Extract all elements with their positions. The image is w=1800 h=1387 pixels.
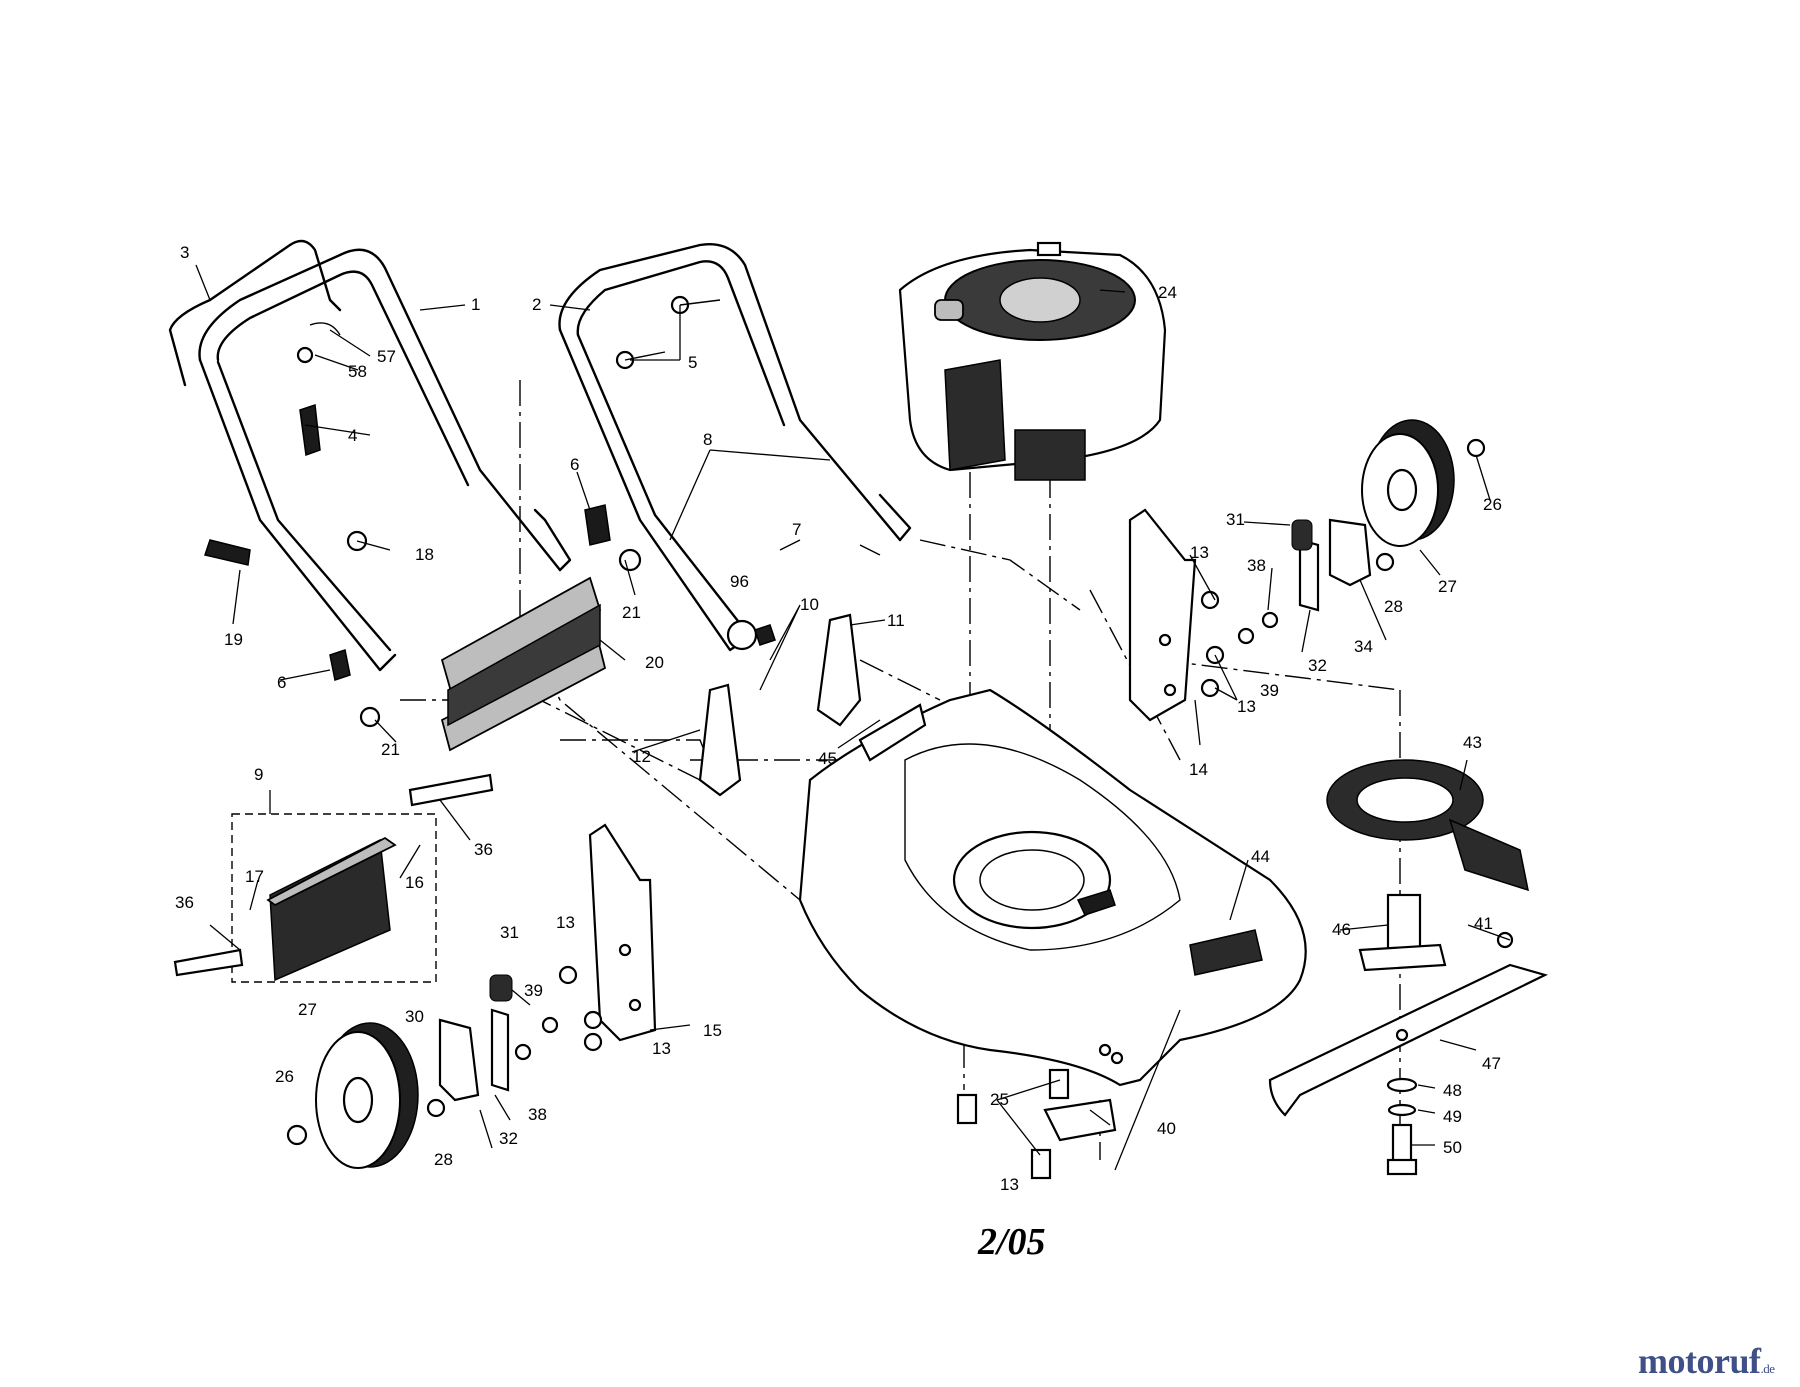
part-label: 14 [1189, 760, 1208, 779]
part-label: 24 [1158, 283, 1177, 302]
part-label: 50 [1443, 1138, 1462, 1157]
part-label: 8 [703, 430, 712, 449]
part-label: 13 [556, 913, 575, 932]
part-label: 13 [1000, 1175, 1019, 1194]
part-label: 20 [645, 653, 664, 672]
part-label: 19 [224, 630, 243, 649]
diagram-date-code: 2/05 [978, 1221, 1046, 1263]
front-height-adjuster [588, 823, 657, 1042]
grass-deflector-assembly [173, 773, 494, 983]
watermark-main: motoruf [1638, 1341, 1761, 1381]
part-label: 3 [180, 243, 189, 262]
part-label: 39 [524, 981, 543, 1000]
part-label: 18 [415, 545, 434, 564]
part-label: 13 [1237, 697, 1256, 716]
part-label: 40 [1157, 1119, 1176, 1138]
part-label: 32 [1308, 656, 1327, 675]
axle-brackets [438, 518, 1372, 1102]
part-label: 13 [1190, 543, 1209, 562]
front-wheel [286, 1022, 419, 1169]
part-label: 47 [1482, 1054, 1501, 1073]
rear-door [440, 576, 607, 752]
part-label: 11 [887, 611, 905, 630]
mower-deck [798, 688, 1307, 1087]
part-label: 48 [1443, 1081, 1462, 1100]
part-labels: 1 2 3 4 5 6 6 7 8 9 10 11 12 13 13 13 13… [175, 243, 1502, 1194]
part-label: 7 [792, 520, 801, 539]
part-label: 1 [471, 295, 480, 314]
fasteners [426, 552, 1514, 1180]
part-label: 17 [245, 867, 264, 886]
blade-adapter [1358, 893, 1447, 972]
blade [1268, 963, 1549, 1117]
part-label: 6 [570, 455, 579, 474]
part-label: 9 [254, 765, 263, 784]
part-label: 96 [730, 572, 749, 591]
part-label: 27 [1438, 577, 1457, 596]
part-label: 13 [652, 1039, 671, 1058]
part-label: 38 [528, 1105, 547, 1124]
upper-handle [198, 248, 572, 672]
part-label: 58 [348, 362, 367, 381]
watermark-logo: motoruf.de [1638, 1340, 1775, 1382]
part-label: 2 [532, 295, 541, 314]
part-label: 46 [1332, 920, 1351, 939]
part-label: 26 [275, 1067, 294, 1086]
part-label: 36 [175, 893, 194, 912]
control-bail [168, 239, 342, 387]
watermark-suffix: .de [1760, 1361, 1775, 1376]
part-label: 16 [405, 873, 424, 892]
part-label: 36 [474, 840, 493, 859]
part-label: 26 [1483, 495, 1502, 514]
blade-baffle [1326, 759, 1529, 892]
part-label: 45 [818, 749, 837, 768]
part-label: 31 [1226, 510, 1245, 529]
part-label: 21 [381, 740, 400, 759]
part-label: 32 [499, 1129, 518, 1148]
part-label: 15 [703, 1021, 722, 1040]
part-label: 10 [800, 595, 819, 614]
part-label: 6 [277, 673, 286, 692]
callout-leaders [195, 264, 1511, 1171]
part-label: 30 [405, 1007, 424, 1026]
part-label: 41 [1474, 914, 1493, 933]
part-label: 28 [434, 1150, 453, 1169]
part-label: 21 [622, 603, 641, 622]
part-label: 34 [1354, 637, 1373, 656]
blade-bolt-stack [1386, 1077, 1418, 1176]
part-label: 57 [377, 347, 396, 366]
rear-wheel [1361, 419, 1486, 547]
adjuster-plates [698, 613, 862, 797]
part-label: 43 [1463, 733, 1482, 752]
part-label: 31 [500, 923, 519, 942]
part-label: 5 [688, 353, 697, 372]
part-label: 39 [1260, 681, 1279, 700]
engine [898, 241, 1167, 481]
part-label: 49 [1443, 1107, 1462, 1126]
part-label: 25 [990, 1090, 1009, 1109]
rear-height-adjuster [1128, 508, 1197, 722]
part-label: 38 [1247, 556, 1266, 575]
part-label: 28 [1384, 597, 1403, 616]
part-label: 12 [632, 747, 651, 766]
part-label: 27 [298, 1000, 317, 1019]
part-label: 4 [348, 426, 357, 445]
part-label: 44 [1251, 847, 1270, 866]
